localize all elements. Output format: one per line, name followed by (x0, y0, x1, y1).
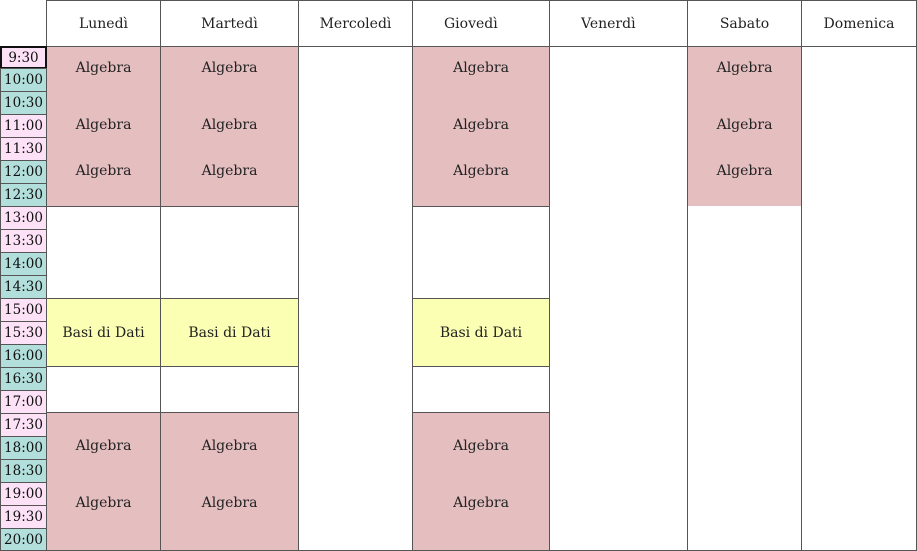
time-slot: 18:00 (0, 436, 47, 460)
course-label: Algebra (453, 438, 509, 454)
time-slot: 13:00 (0, 206, 47, 230)
day-label: Martedì (201, 15, 258, 32)
time-label: 13:30 (4, 233, 43, 249)
course-label: Algebra (201, 495, 258, 511)
time-label: 20:00 (4, 531, 43, 548)
time-label: 19:30 (4, 509, 43, 525)
time-label: 15:00 (4, 302, 43, 318)
course-label: Algebra (716, 117, 773, 133)
time-slot: 11:00 (0, 114, 47, 138)
course-label: Algebra (75, 117, 132, 133)
time-label: 12:00 (4, 164, 43, 180)
day-column-domenica (801, 46, 917, 551)
time-slot: 14:30 (0, 275, 47, 299)
time-slot: 10:30 (0, 91, 47, 115)
course-label: Algebra (75, 163, 132, 179)
course-label: Algebra (453, 117, 509, 133)
day-label: Domenica (823, 15, 895, 32)
time-label: 11:30 (4, 141, 43, 157)
time-label: 9:30 (8, 49, 39, 66)
day-label: Mercoledì (319, 15, 392, 32)
course-label: Algebra (75, 60, 132, 76)
course-block-basi-di-dati[interactable]: Basi di Dati (46, 298, 161, 367)
day-label: Sabato (719, 15, 770, 32)
time-label: 17:00 (4, 394, 43, 410)
time-label: 19:00 (4, 486, 43, 502)
time-label: 15:30 (4, 325, 43, 341)
time-label: 16:30 (4, 371, 43, 387)
time-label: 16:00 (4, 348, 43, 364)
empty-block (46, 366, 161, 413)
time-label: 10:00 (4, 72, 43, 88)
day-header-mercoledi: Mercoledì (298, 0, 413, 47)
day-header-domenica: Domenica (801, 0, 917, 47)
time-slot: 10:00 (0, 68, 47, 92)
day-header-sabato: Sabato (687, 0, 802, 47)
day-header-giovedi: Giovedì (412, 0, 550, 47)
day-header-martedi: Martedì (160, 0, 299, 47)
course-label: Algebra (201, 163, 258, 179)
course-label: Algebra (716, 163, 773, 179)
course-block-algebra[interactable] (161, 47, 298, 207)
course-label: Basi di Dati (62, 324, 145, 341)
time-slot: 11:30 (0, 137, 47, 161)
day-header-venerdi: Venerdì (549, 0, 688, 47)
time-label: 17:30 (4, 417, 43, 433)
day-label: Venerdì (581, 15, 636, 32)
course-label: Algebra (201, 60, 258, 76)
empty-block (412, 206, 550, 299)
day-header-lunedi: Lunedì (46, 0, 161, 47)
course-label: Algebra (201, 117, 258, 133)
time-slot: 14:00 (0, 252, 47, 276)
course-label: Algebra (201, 438, 258, 454)
time-label: 14:30 (4, 279, 43, 295)
time-slot: 12:30 (0, 183, 47, 207)
empty-block (46, 206, 161, 299)
time-slot: 16:30 (0, 367, 47, 391)
time-slot: 15:30 (0, 321, 47, 345)
course-label: Algebra (75, 495, 132, 511)
day-label: Giovedì (444, 15, 498, 32)
time-label: 14:00 (4, 256, 43, 272)
course-block-basi-di-dati[interactable]: Basi di Dati (412, 298, 550, 367)
course-label: Algebra (453, 163, 509, 179)
time-slot: 18:30 (0, 459, 47, 483)
course-label: Algebra (716, 60, 773, 76)
time-slot: 9:30 (0, 46, 47, 69)
time-slot: 15:00 (0, 298, 47, 322)
time-slot: 12:00 (0, 160, 47, 184)
time-slot: 17:00 (0, 390, 47, 414)
time-slot: 17:30 (0, 413, 47, 437)
course-block-algebra[interactable] (47, 413, 160, 550)
empty-block (160, 206, 299, 299)
time-slot: 19:30 (0, 505, 47, 529)
day-column-mercoledi (298, 46, 413, 551)
course-block-algebra[interactable] (688, 47, 801, 206)
course-label: Algebra (453, 495, 509, 511)
course-block-basi-di-dati[interactable]: Basi di Dati (160, 298, 299, 367)
course-label: Basi di Dati (188, 324, 271, 341)
course-label: Algebra (453, 60, 509, 76)
time-slot: 19:00 (0, 482, 47, 506)
time-slot: 20:00 (0, 528, 47, 551)
time-label: 18:30 (4, 463, 43, 479)
day-column-venerdi (549, 46, 688, 551)
course-label: Basi di Dati (439, 324, 523, 341)
time-label: 12:30 (4, 187, 43, 203)
course-block-algebra[interactable] (47, 47, 160, 207)
course-block-algebra[interactable] (161, 413, 298, 550)
time-label: 13:00 (4, 210, 43, 226)
time-label: 10:30 (4, 95, 43, 111)
time-label: 18:00 (4, 440, 43, 456)
time-slot: 13:30 (0, 229, 47, 253)
empty-block (412, 366, 550, 413)
time-slot: 16:00 (0, 344, 47, 368)
course-block-algebra[interactable] (413, 413, 549, 550)
course-block-algebra[interactable] (413, 47, 549, 207)
empty-block (160, 366, 299, 413)
day-label: Lunedì (78, 15, 129, 32)
course-label: Algebra (75, 438, 132, 454)
time-label: 11:00 (4, 118, 43, 134)
